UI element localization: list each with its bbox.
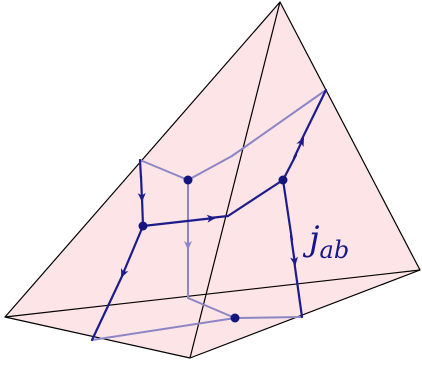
label-j-ab: jab bbox=[302, 219, 349, 264]
front-line-node-right-up bbox=[281, 153, 298, 182]
arrow-down-to-node-left bbox=[137, 174, 146, 202]
arrow-node-left-right bbox=[141, 214, 216, 228]
arrow-down-left bbox=[120, 224, 145, 278]
front-line-to-node-right bbox=[226, 178, 285, 218]
front-line-center-segment bbox=[208, 214, 230, 220]
front-line-to-node-left bbox=[140, 196, 145, 228]
face-right bbox=[190, 2, 420, 358]
back-line-3 bbox=[231, 89, 327, 157]
vertex-right bbox=[278, 175, 288, 185]
vertices bbox=[138, 175, 288, 323]
back-line-6 bbox=[187, 297, 236, 319]
back-line-7 bbox=[91, 317, 236, 341]
edge-hidden-base bbox=[4, 269, 421, 318]
vertex-left bbox=[138, 221, 148, 231]
hidden-network bbox=[91, 89, 327, 341]
back-line-2 bbox=[187, 155, 233, 181]
back-line-8 bbox=[234, 316, 303, 319]
vertex-bottom bbox=[230, 313, 240, 323]
visible-network bbox=[90, 88, 328, 342]
vertex-back-upper bbox=[183, 175, 193, 185]
back-line-1 bbox=[139, 159, 189, 181]
face-left bbox=[5, 2, 280, 358]
front-line-to-bottom-left bbox=[90, 270, 126, 342]
edge-apex-front-bottom bbox=[189, 1, 281, 359]
front-line-to-top-right bbox=[299, 88, 328, 143]
front-line-to-bottom-right bbox=[292, 258, 304, 319]
front-line-node-right-down bbox=[281, 178, 294, 242]
label-j-subscript: ab bbox=[320, 236, 350, 264]
arrow-up-right bbox=[292, 137, 305, 160]
